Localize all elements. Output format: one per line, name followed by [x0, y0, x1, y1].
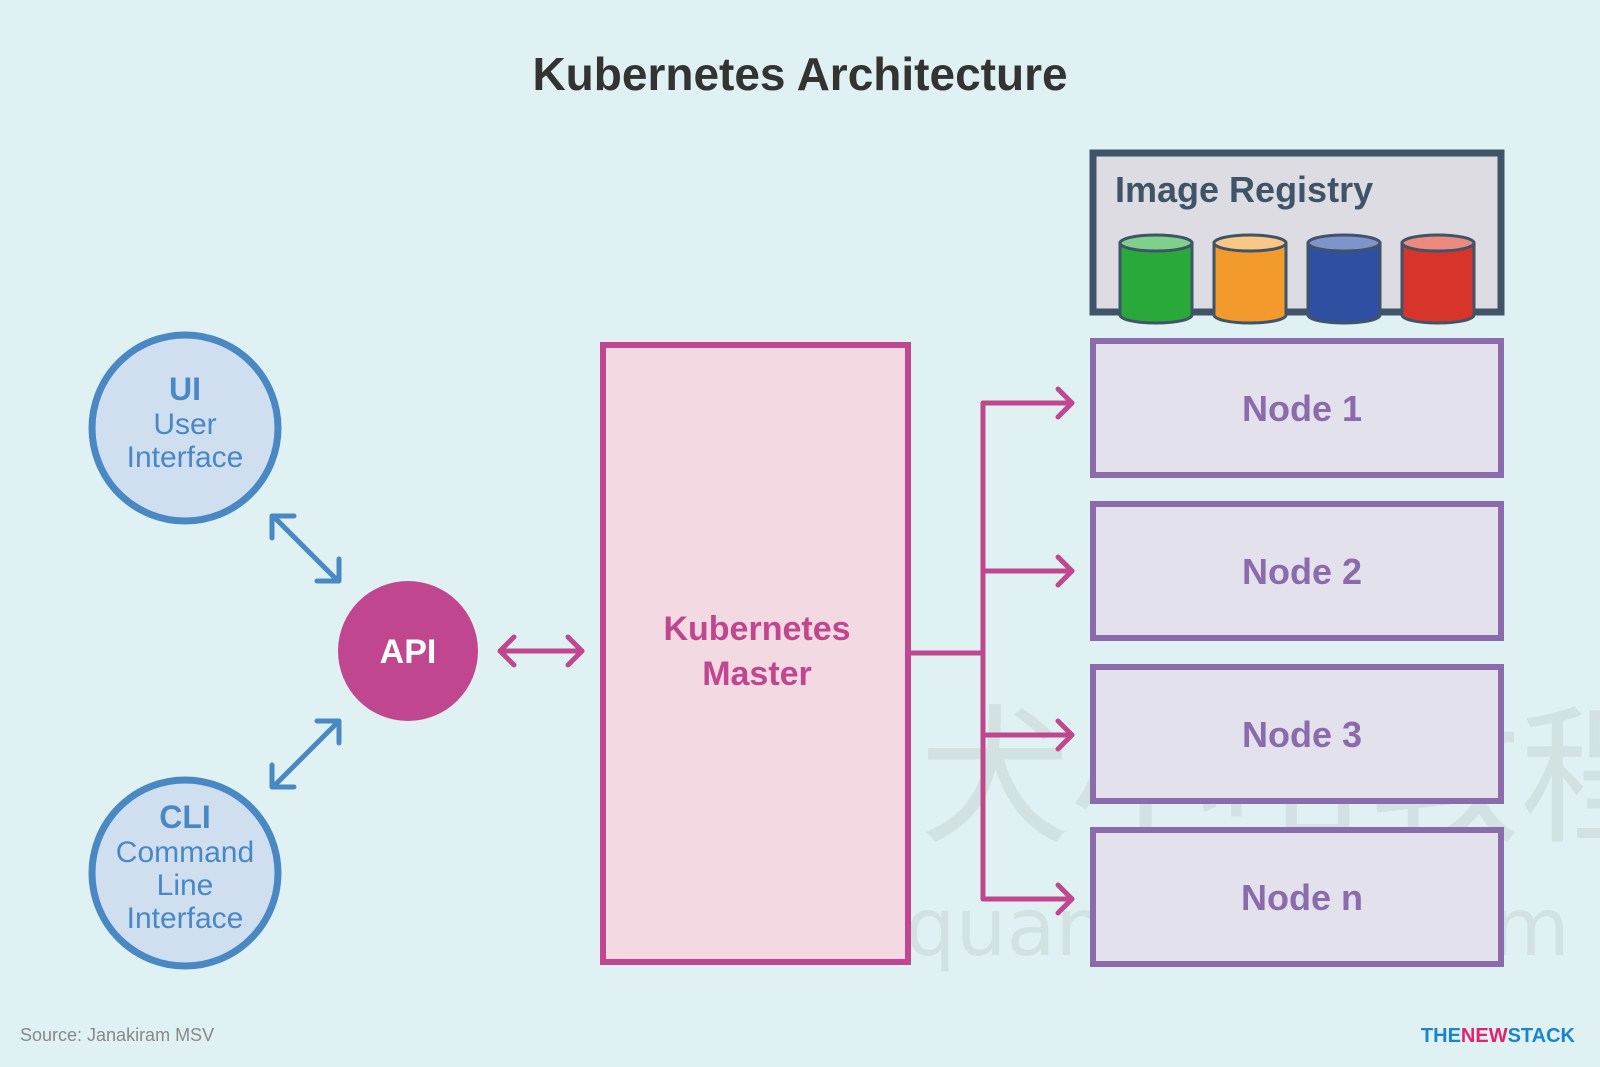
cli-line-1: Command — [116, 836, 254, 869]
node-2-box — [1090, 501, 1504, 641]
node-2: Node 2 — [1090, 501, 1504, 641]
image-cylinder-4 — [1400, 233, 1476, 325]
node-3-label: Node 3 — [1242, 714, 1362, 755]
publisher-logo: THENEWSTACK — [1421, 1025, 1576, 1047]
cli-api-arrow — [269, 718, 342, 790]
node-1-label: Node 1 — [1242, 388, 1362, 429]
api-label: API — [380, 633, 437, 671]
ui-short-label: UI — [169, 371, 201, 407]
ui-line-1: User — [153, 408, 216, 441]
master-node-connectors — [905, 386, 1075, 916]
image-cylinder-1 — [1118, 233, 1194, 325]
logo-part-stack: STACK — [1508, 1025, 1576, 1047]
registry-title: Image Registry — [1115, 169, 1373, 210]
node-n-box — [1090, 827, 1504, 967]
api-node: API — [338, 581, 478, 721]
node-3-box — [1090, 664, 1504, 804]
diagram-title: Kubernetes Architecture — [532, 48, 1067, 100]
cli-short-label: CLI — [159, 799, 211, 835]
cli-line-2: Line — [157, 869, 214, 902]
node-1-box — [1090, 338, 1504, 478]
ui-circle — [88, 331, 282, 525]
image-cylinder-2 — [1212, 233, 1288, 325]
node-n: Node n — [1090, 827, 1504, 967]
ui-line-2: Interface — [127, 441, 244, 474]
ui-client: UI User Interface — [88, 331, 282, 525]
cli-line-3: Interface — [127, 902, 244, 935]
api-master-arrow — [497, 634, 585, 668]
node-3: Node 3 — [1090, 664, 1504, 804]
image-cylinder-3 — [1306, 233, 1382, 325]
registry-images — [1118, 233, 1476, 325]
node-2-label: Node 2 — [1242, 551, 1362, 592]
api-circle — [338, 581, 478, 721]
image-registry: Image Registry — [1089, 149, 1505, 325]
cli-client: CLI Command Line Interface — [88, 776, 282, 970]
node-n-label: Node n — [1241, 877, 1363, 918]
logo-part-the: THE — [1421, 1025, 1461, 1047]
ui-api-arrow — [269, 513, 342, 584]
node-1: Node 1 — [1090, 338, 1504, 478]
master-box — [600, 342, 911, 965]
master-line-2: Master — [702, 655, 812, 693]
source-credit: Source: Janakiram MSV — [20, 1025, 214, 1045]
logo-part-new: NEW — [1461, 1025, 1508, 1047]
kubernetes-master: Kubernetes Master — [600, 342, 911, 965]
master-line-1: Kubernetes — [663, 610, 850, 648]
cli-circle — [88, 776, 282, 970]
